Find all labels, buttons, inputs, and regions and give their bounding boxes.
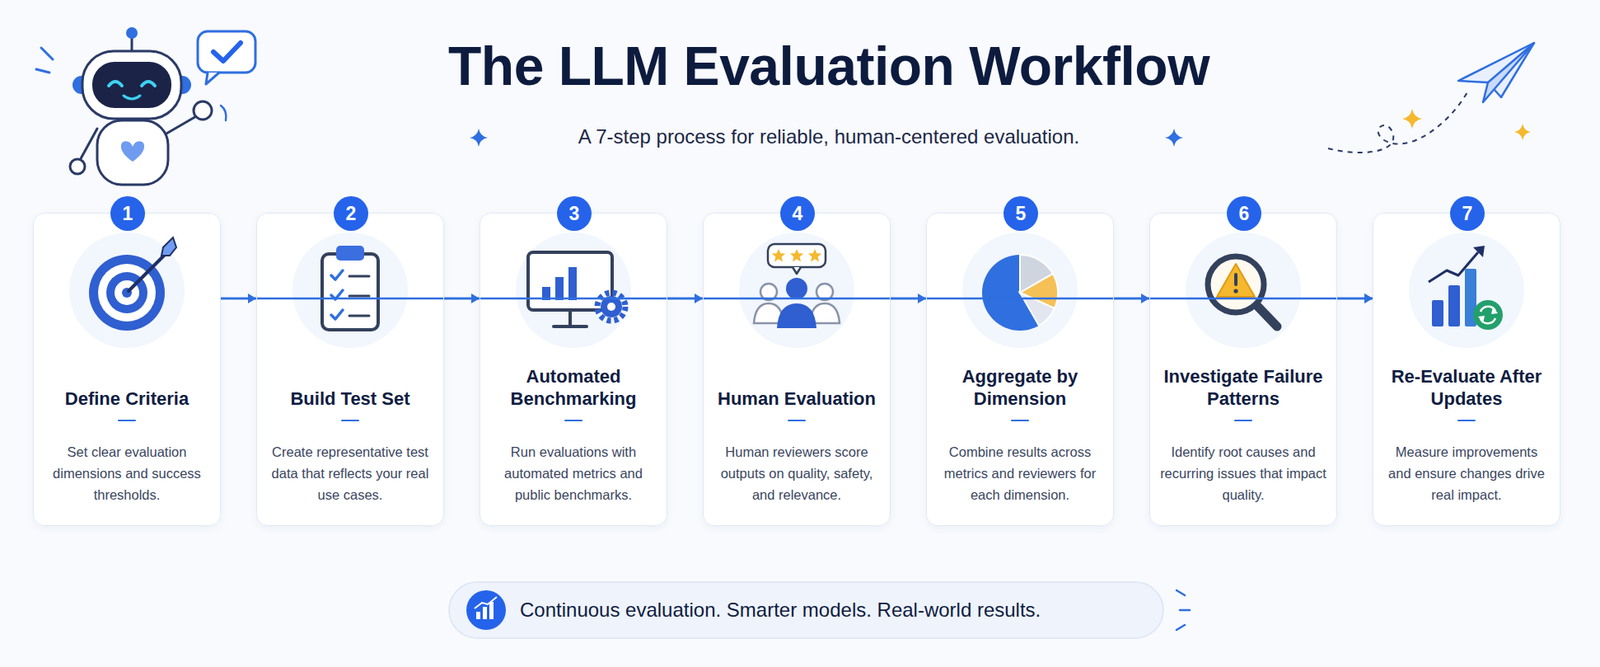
step-card: Human EvaluationHuman reviewers score ou… (702, 212, 891, 526)
step-number-text: 5 (1015, 202, 1027, 225)
step-number: 7 (1450, 196, 1485, 231)
diagram-title: The LLM Evaluation Workflow (65, 34, 1592, 98)
step-number: 6 (1226, 196, 1262, 231)
step-number: 4 (780, 196, 815, 231)
step-title: Re-Evaluate After Updates (1383, 364, 1550, 410)
step-title: Automated Benchmarking (490, 364, 657, 410)
accent-dash (1234, 419, 1253, 422)
step-number: 1 (110, 196, 146, 231)
step-number: 5 (1003, 196, 1039, 231)
step-title: Aggregate by Dimension (936, 364, 1104, 410)
step-card: Aggregate by DimensionCombine results ac… (926, 212, 1114, 526)
step-number-text: 6 (1239, 202, 1250, 225)
step-title: Investigate Failure Patterns (1160, 364, 1327, 410)
step-description: Combine results across metrics and revie… (936, 440, 1104, 506)
step-title: Define Criteria (43, 364, 211, 410)
step-number-text: 4 (792, 202, 804, 225)
step-title: Build Test Set (266, 364, 434, 410)
step-number-text: 1 (122, 202, 134, 225)
step-card: Re-Evaluate After UpdatesMeasure improve… (1372, 212, 1561, 526)
step-card: Define CriteriaSet clear evaluation dime… (32, 212, 221, 526)
subtitle: A 7-step process for reliable, human-cen… (65, 125, 1592, 149)
step-description: Run evaluations with automated metrics a… (490, 440, 657, 506)
accent-dash (1010, 419, 1030, 422)
step-card: Investigate Failure PatternsIdentify roo… (1149, 212, 1338, 526)
step-description: Identify root causes and recurring issue… (1160, 440, 1327, 506)
step-number-text: 3 (569, 202, 581, 225)
accent-dash (787, 419, 806, 422)
step-number: 3 (556, 196, 592, 231)
accent-dash (564, 419, 583, 422)
step-description: Human reviewers score outputs on quality… (713, 440, 880, 506)
accent-dash (341, 419, 360, 422)
arrow-head (1364, 293, 1373, 304)
step-description: Create representative test data that ref… (266, 440, 434, 506)
step-card: Build Test SetCreate representative test… (256, 212, 445, 526)
arrow-head (1364, 293, 1373, 304)
accent-dash (1457, 419, 1476, 422)
tagline-text: Continuous evaluation. Smarter models. R… (519, 598, 1041, 622)
step-number-text: 2 (346, 202, 357, 225)
step-title: Human Evaluation (713, 364, 880, 410)
step-card: Automated BenchmarkingRun evaluations wi… (479, 212, 668, 526)
step-number: 2 (333, 196, 369, 231)
tagline-pill: Continuous evaluation. Smarter models. R… (449, 581, 1164, 638)
step-description: Measure improvements and ensure changes … (1383, 440, 1550, 506)
step-description: Set clear evaluation dimensions and succ… (43, 440, 211, 506)
accent-dash (117, 419, 136, 422)
flow-arrow (220, 297, 1373, 300)
step-number-text: 7 (1462, 202, 1474, 225)
